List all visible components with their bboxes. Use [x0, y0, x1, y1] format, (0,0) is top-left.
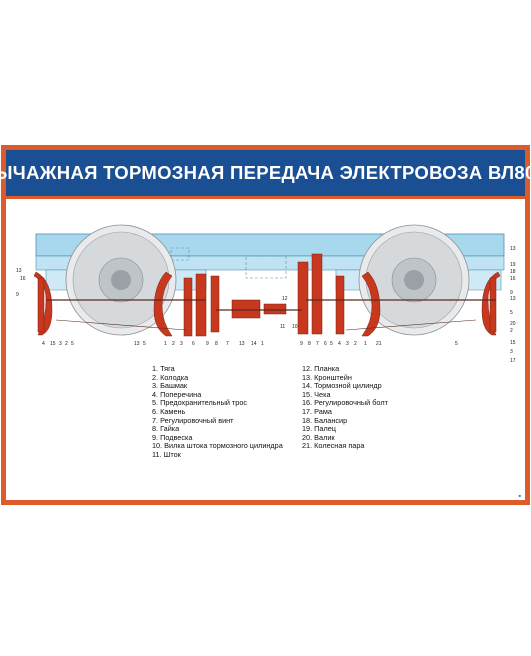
- legend-item: 16. Регулировочный болт: [302, 398, 388, 408]
- left-wheelset: [65, 224, 177, 336]
- callout-right-side-5: 9: [510, 290, 513, 296]
- callout-right-side-12: 17: [510, 358, 516, 364]
- legend-item: 5. Предохранительный трос: [152, 398, 248, 408]
- callout-right-side-3: 18: [510, 269, 516, 275]
- callout-right-side-6: 13: [510, 296, 516, 302]
- legend-item: 20. Валик: [302, 432, 335, 442]
- callout-right-side-7: 5: [510, 310, 513, 316]
- poster-body: РЫЧАЖНАЯ ТОРМОЗНАЯ ПЕРЕДАЧА ЭЛЕКТРОВОЗА …: [0, 150, 531, 500]
- title-bar: РЫЧАЖНАЯ ТОРМОЗНАЯ ПЕРЕДАЧА ЭЛЕКТРОВОЗА …: [0, 150, 531, 196]
- legend-item: 10. Вилка штока тормозного цилиндра: [152, 441, 283, 451]
- brake-rigging: [33, 253, 501, 337]
- legend-item: 12. Планка: [302, 364, 340, 373]
- legend-item: 14. Тормозной цилиндр: [302, 381, 382, 391]
- legend-item: 1. Тяга: [152, 364, 175, 373]
- callout-right-side-4: 16: [510, 276, 516, 282]
- callout-right-side-9: 2: [510, 328, 513, 334]
- callout-center-3: 10: [292, 324, 298, 330]
- legend-item: 15. Чека: [302, 389, 331, 399]
- brake-diagram: 4 15 3 2 5 13 5 1 2 3 6 9 8 7 13 14 1: [16, 224, 516, 364]
- legend-item: 3. Башмак: [152, 381, 188, 391]
- callout-right-side-2: 19: [510, 262, 516, 268]
- callout-labels: 4 15 3 2 5 13 5 1 2 3 6 9 8 7 13 14 1: [16, 246, 516, 364]
- legend-item: 17. Рама: [302, 406, 332, 416]
- legend-right-column: 12. Планка 13. Кронштейн 14. Тормозной ц…: [302, 364, 388, 451]
- legend-item: 19. Палец: [302, 424, 336, 434]
- callout-center-1: 12: [282, 296, 288, 302]
- legend-item: 6. Камень: [152, 406, 186, 416]
- legend-item: 2. Колодка: [152, 372, 189, 382]
- publisher-logo: ■: [518, 493, 521, 498]
- callout-right-side-1: 13: [510, 246, 516, 252]
- callout-left-side-1: 13: [16, 268, 22, 274]
- callout-left-side-2: 16: [20, 276, 26, 282]
- callout-right-side-8: 20: [510, 321, 516, 327]
- poster-frame: РЫЧАЖНАЯ ТОРМОЗНАЯ ПЕРЕДАЧА ЭЛЕКТРОВОЗА …: [0, 145, 531, 505]
- callout-right-bottom: 9 8 7 6 5 4 3 2 1 21 5: [300, 341, 458, 347]
- legend-item: 13. Кронштейн: [302, 372, 352, 382]
- legend-item: 9. Подвеска: [152, 432, 193, 442]
- legend-item: 8. Гайка: [152, 424, 180, 434]
- callout-right-side-10: 15: [510, 340, 516, 346]
- callout-center-2: 11: [280, 324, 285, 330]
- legend-item: 4. Поперечина: [152, 389, 202, 399]
- callout-right-side-11: 3: [510, 349, 513, 355]
- right-wheelset: [358, 224, 470, 336]
- callout-left-side-3: 9: [16, 292, 19, 298]
- callout-left-bottom: 4 15 3 2 5 13 5 1 2 3 6 9 8 7 13 14 1: [42, 341, 264, 347]
- legend-item: 7. Регулировочный винт: [152, 415, 234, 425]
- title-underline: [6, 196, 525, 199]
- tie-rods: [46, 299, 496, 331]
- poster-title: РЫЧАЖНАЯ ТОРМОЗНАЯ ПЕРЕДАЧА ЭЛЕКТРОВОЗА …: [0, 162, 531, 183]
- legend-left-column: 1. Тяга 2. Колодка 3. Башмак 4. Поперечи…: [152, 364, 283, 460]
- legend-item: 11. Шток: [152, 449, 181, 459]
- legend-item: 21. Колесная пара: [302, 441, 365, 451]
- legend-item: 18. Балансир: [302, 415, 348, 425]
